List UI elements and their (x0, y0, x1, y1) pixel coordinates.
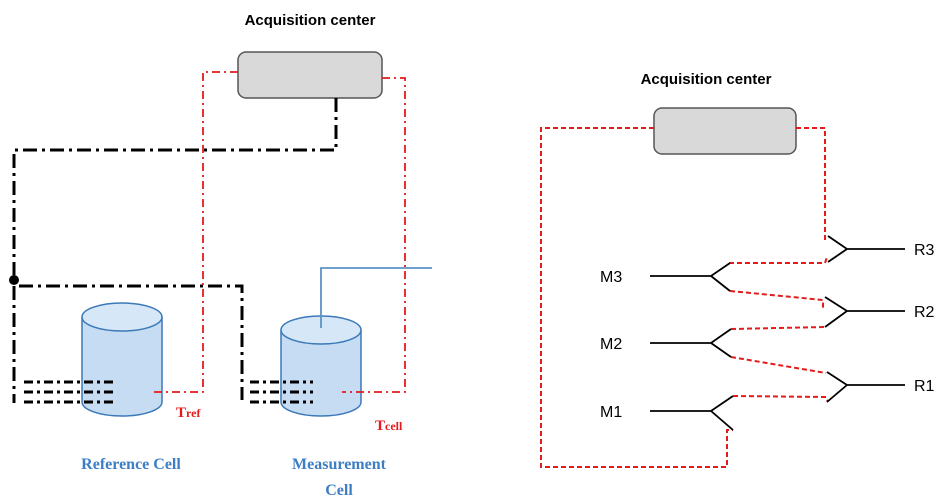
reference-cell-connector-stubs (24, 380, 115, 404)
left-black-main-cable (12, 98, 338, 275)
right-acquisition-center-box (653, 107, 797, 155)
r3-label: R3 (914, 242, 935, 259)
tcell-signal-cable (342, 77, 406, 393)
measurement-cell-cylinder (280, 315, 362, 417)
measurement-cell-label-line1: Measurement (292, 456, 387, 473)
tref-label: Tref (176, 405, 201, 421)
m1-wire (650, 395, 734, 431)
right-acquisition-center-title: Acquisition center (641, 71, 772, 88)
reference-cell-cylinder (81, 302, 163, 417)
m3-r3-link (729, 256, 828, 264)
r2-wire (824, 296, 905, 328)
m1-label: M1 (600, 404, 622, 421)
measurement-wires (650, 262, 734, 431)
m2-r2-link (730, 326, 826, 330)
r3-wire (827, 235, 905, 263)
m2-wire (650, 328, 732, 358)
m3-label: M3 (600, 269, 622, 286)
m2-r1-link (730, 356, 827, 374)
left-acquisition-center-title: Acquisition center (245, 12, 376, 29)
m2-label: M2 (600, 336, 622, 353)
reference-cell-label: Reference Cell (81, 456, 181, 473)
r1-label: R1 (914, 378, 935, 395)
tref-signal-cable (150, 71, 238, 393)
m1-r1-link (732, 395, 829, 403)
m3-wire (650, 262, 731, 292)
right-return-cable (540, 127, 733, 468)
left-black-branch-cable (19, 284, 244, 400)
tcell-label: Tcell (375, 418, 403, 434)
left-acquisition-center-box (237, 51, 383, 99)
measurement-cell-label-line2: Cell (325, 482, 353, 499)
cable-junction-dot (9, 275, 19, 285)
r2-label: R2 (914, 304, 935, 321)
reference-wires (824, 235, 905, 403)
m3-r2-link (729, 290, 824, 309)
left-diagram: Acquisition center (9, 12, 432, 499)
right-diagram: Acquisition center M3 M2 M1 R3 R2 R1 (540, 71, 935, 468)
r1-wire (826, 371, 905, 403)
right-supply-cable (796, 127, 828, 241)
measurement-probe-line (320, 267, 432, 328)
